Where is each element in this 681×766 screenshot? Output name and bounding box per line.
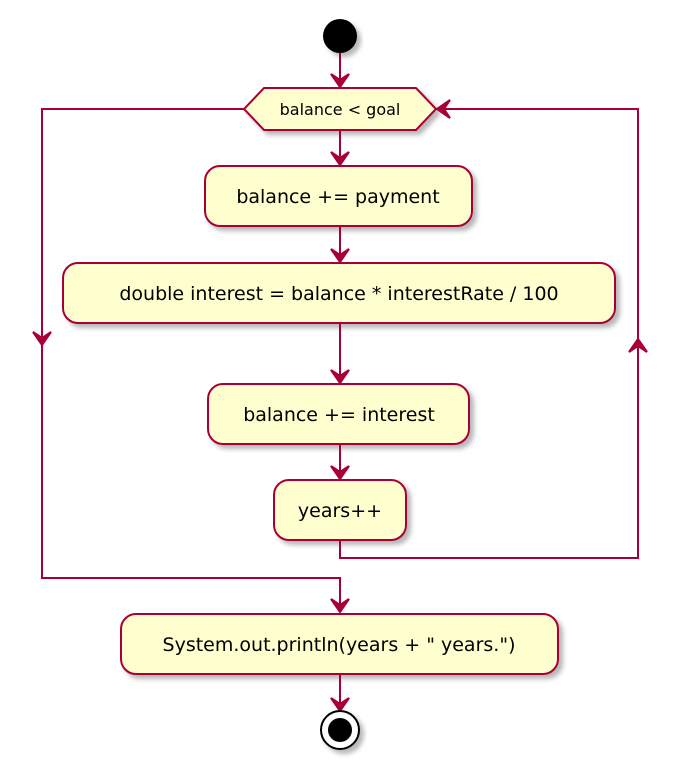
arrow-print-to-end bbox=[330, 674, 350, 713]
action-print-result-label: System.out.println(years + " years.") bbox=[163, 634, 516, 656]
loop-condition: balance < goal bbox=[242, 87, 438, 131]
action-add-interest: balance += interest bbox=[207, 383, 470, 445]
action-compute-interest-label: double interest = balance * interestRate… bbox=[119, 283, 558, 305]
loop-back-up-arrowhead bbox=[628, 337, 648, 353]
arrow-interest-to-add-interest bbox=[330, 323, 350, 385]
loop-condition-label: balance < goal bbox=[280, 100, 401, 119]
action-add-payment: balance += payment bbox=[204, 165, 473, 227]
action-add-interest-label: balance += interest bbox=[243, 404, 435, 426]
loop-exit-edge bbox=[41, 108, 341, 609]
action-increment-years-label: years++ bbox=[298, 500, 382, 522]
arrow-condition-to-payment bbox=[330, 130, 350, 167]
loop-exit-down-arrowhead bbox=[32, 331, 52, 347]
loop-back-arrowhead bbox=[435, 99, 451, 119]
action-add-payment-label: balance += payment bbox=[236, 186, 439, 208]
arrow-payment-to-interest bbox=[330, 226, 350, 264]
arrow-start-to-condition bbox=[330, 53, 350, 89]
loop-back-edge bbox=[339, 108, 639, 559]
action-print-result: System.out.println(years + " years.") bbox=[120, 613, 559, 675]
end-node bbox=[320, 710, 360, 750]
arrow-add-interest-to-years bbox=[330, 444, 350, 481]
action-compute-interest: double interest = balance * interestRate… bbox=[62, 262, 616, 324]
start-node bbox=[323, 19, 357, 53]
exit-to-print-arrowhead bbox=[330, 598, 350, 614]
action-increment-years: years++ bbox=[273, 479, 407, 541]
